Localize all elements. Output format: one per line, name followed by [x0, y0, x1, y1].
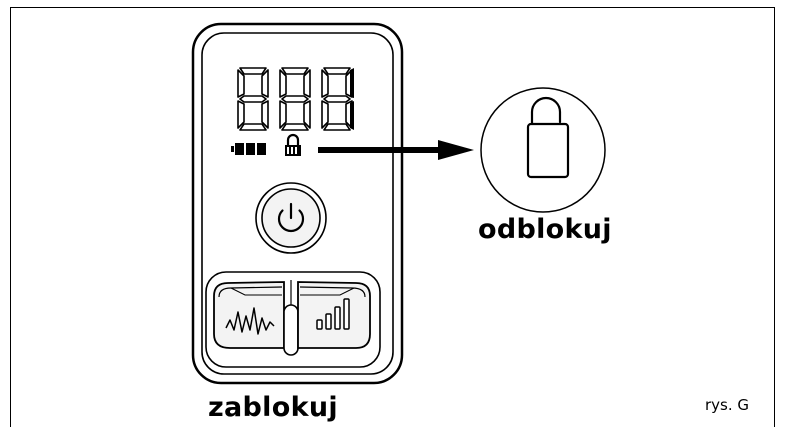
arrow-icon — [318, 140, 474, 160]
power-button[interactable] — [255, 182, 327, 254]
figure-frame-left — [10, 7, 11, 427]
intensity-button[interactable] — [297, 281, 371, 349]
lock-label: zablokuj — [208, 392, 338, 423]
figure-frame-right — [774, 7, 775, 427]
unlocked-padlock-icon — [480, 87, 606, 213]
unlock-label: odblokuj — [478, 214, 612, 245]
waveform-icon — [225, 307, 275, 335]
figure-caption: rys. G — [705, 396, 750, 414]
center-slot — [283, 280, 299, 356]
figure-frame-top — [10, 7, 775, 8]
power-icon — [277, 202, 305, 233]
battery-icon — [231, 143, 266, 155]
mode-button[interactable] — [213, 281, 285, 349]
segment-display — [237, 67, 354, 131]
signal-bars-icon — [316, 298, 350, 330]
lock-icon — [285, 133, 301, 156]
